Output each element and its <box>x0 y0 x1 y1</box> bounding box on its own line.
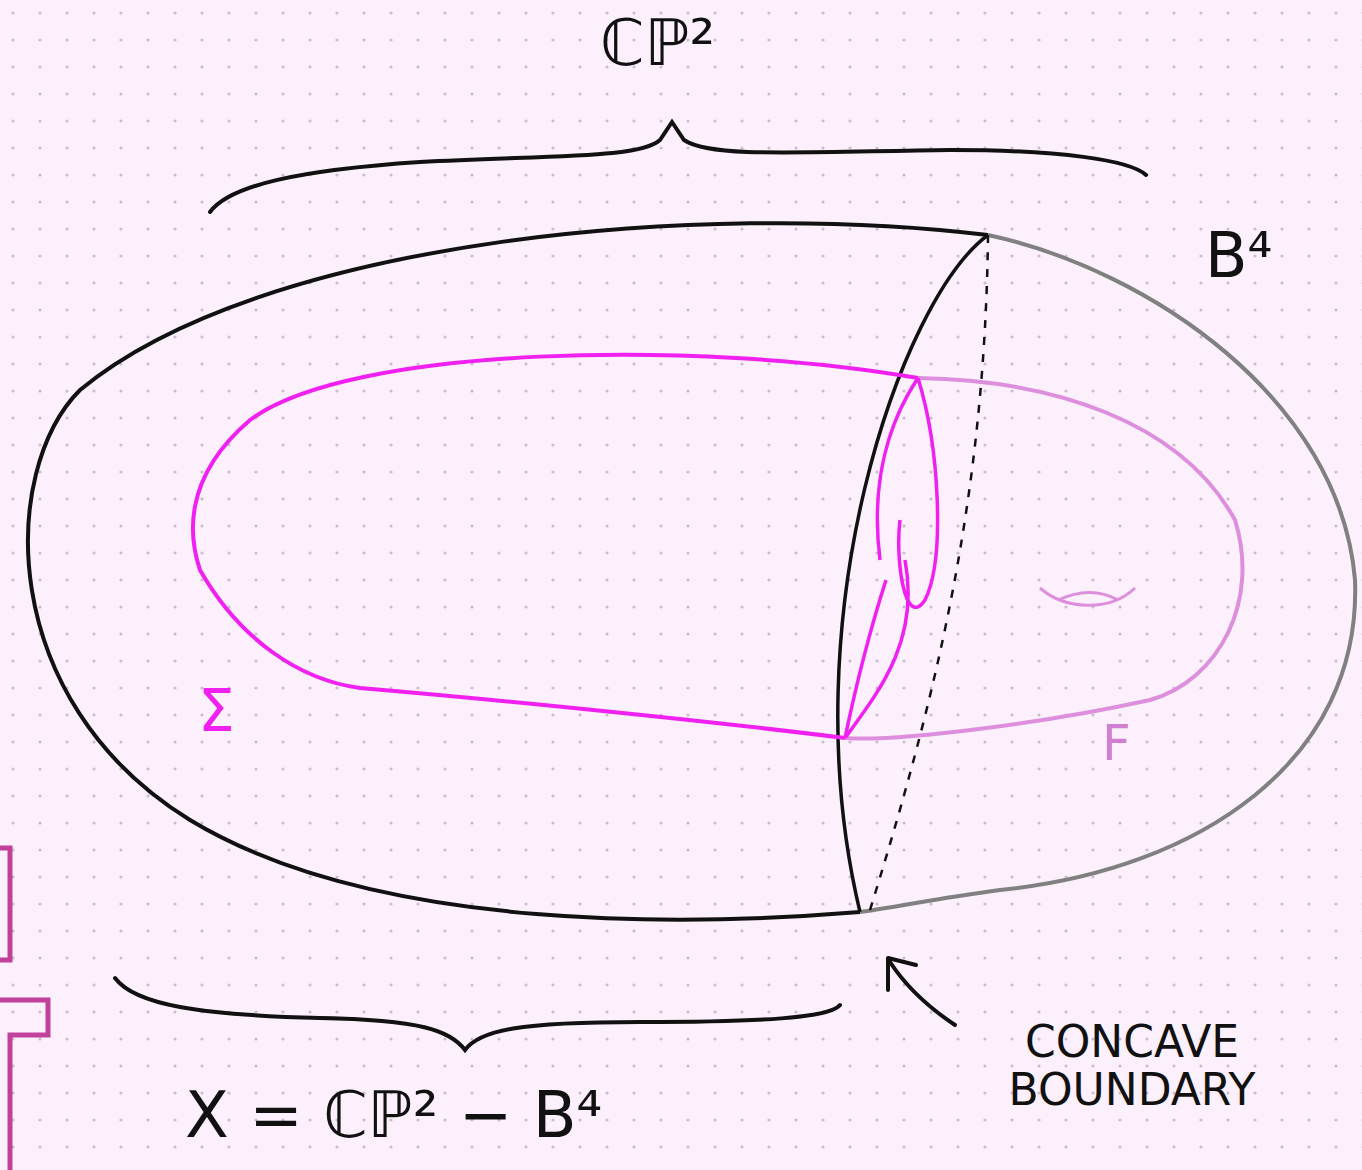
arrow-head <box>888 958 916 990</box>
boundary-knot <box>845 378 938 738</box>
cp2-minus-ball <box>28 223 988 919</box>
pointer-arrow <box>890 962 955 1025</box>
surface-f <box>845 378 1242 739</box>
boundary-back <box>870 235 988 910</box>
f-label: F <box>1102 716 1131 771</box>
x-definition: X = ℂℙ² − B⁴ <box>185 1080 602 1150</box>
surface-f-genus <box>1040 588 1135 605</box>
boundary-front <box>838 235 988 912</box>
surface-sigma <box>193 355 918 738</box>
ball-label: B⁴ <box>1205 222 1272 290</box>
sigma-label: Σ <box>198 680 235 744</box>
cp2-label: ℂℙ² <box>600 8 715 78</box>
edge-mark <box>0 848 48 1170</box>
boundary-label: CONCAVE BOUNDARY <box>972 1018 1292 1115</box>
bottom-brace <box>115 978 840 1050</box>
top-brace <box>210 122 1146 212</box>
